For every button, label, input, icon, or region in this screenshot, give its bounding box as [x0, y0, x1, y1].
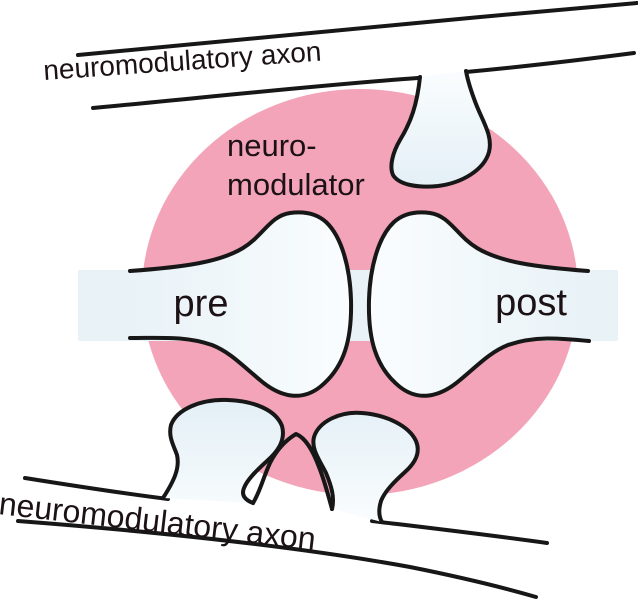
- pre-terminal-shape: [128, 210, 354, 398]
- diagram-strokes: [16, 1, 638, 599]
- neuromodulator-label-line2: modulator: [227, 167, 365, 202]
- bottom-axon-upper-line-left: [23, 476, 170, 501]
- top-release-terminal: [389, 69, 492, 189]
- bottom-axon-lower-line: [16, 519, 538, 599]
- bottom-right-release-terminal: [311, 410, 420, 524]
- pre-terminal-label: pre: [174, 283, 229, 325]
- post-terminal-label: post: [495, 282, 567, 324]
- neuromodulator-label-line1: neuro-: [227, 128, 317, 163]
- top-axon-lower-line-left: [91, 76, 420, 110]
- post-terminal-shape: [366, 210, 591, 398]
- bottom-left-release-terminal: [161, 397, 285, 505]
- bottom-axon-dome: [251, 432, 334, 511]
- bottom-axon-upper-line-right: [370, 519, 549, 545]
- top-axon-lower-line-right: [464, 51, 636, 74]
- top-axon-upper-line: [76, 1, 638, 57]
